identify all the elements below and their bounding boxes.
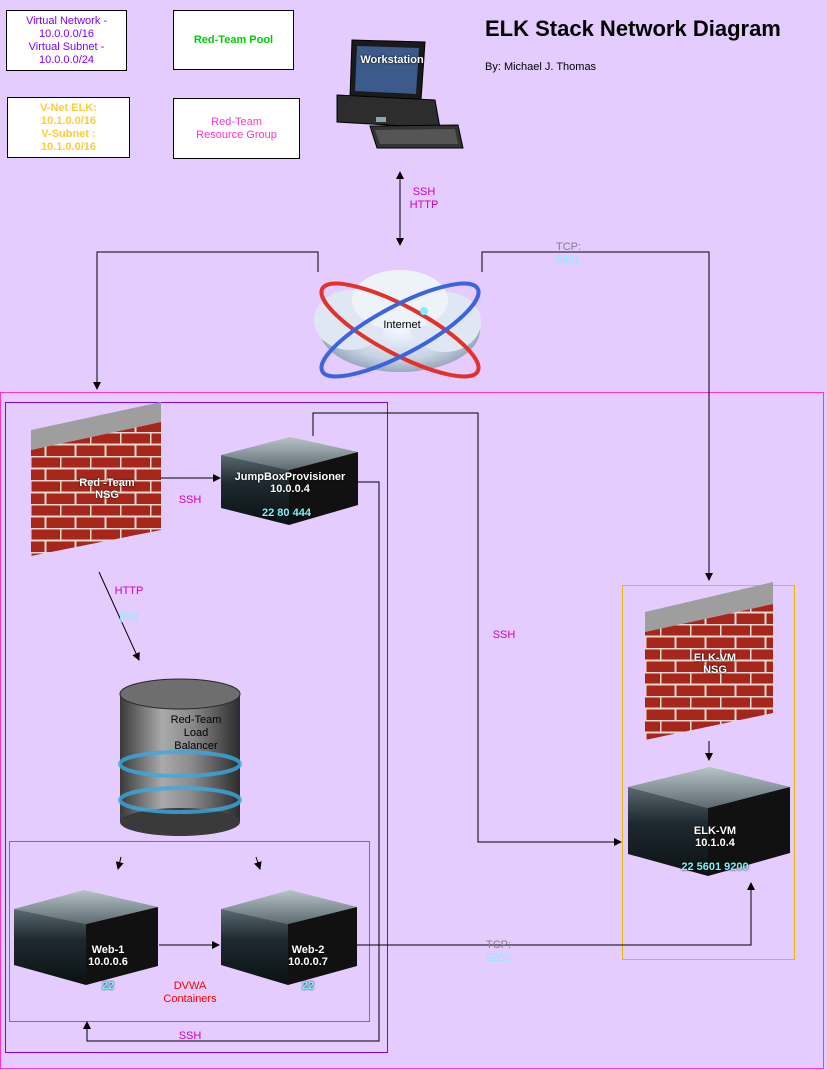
link-label-http: HTTP (80): [108, 572, 150, 637]
link-label-ssh-jump-elk: SSH: [492, 629, 516, 641]
web2-label: Web-2 10.0.0.7 22: [270, 932, 346, 1004]
virtual-network-frame: [5, 402, 388, 1053]
web1-label: Web-1 10.0.0.6 22: [70, 932, 146, 1004]
lb-to-web2-link: [253, 856, 262, 870]
load-balancer-label: Red-Team Load Balancer: [170, 714, 222, 752]
link-label-ssh-bottom: SSH: [178, 1030, 202, 1042]
http-port: (80): [119, 611, 139, 623]
jumpbox-to-web-ssh-link: [83, 481, 380, 1042]
web1-name: Web-1 10.0.0.6: [88, 944, 128, 968]
jumpbox-label: JumpBoxProvisioner 10.0.0.4 22 80 444: [225, 459, 355, 531]
internet-to-nsg-link: [93, 251, 319, 390]
tcp-prefix-es: TCP:: [486, 939, 512, 951]
elk-vm-name: ELK-VM 10.1.0.4: [693, 825, 737, 849]
tcp-prefix: TCP:: [556, 241, 582, 253]
web2-ports: 22: [301, 980, 315, 992]
link-label-ssh-nsg-jump: SSH: [178, 494, 202, 506]
internet-label: Internet: [383, 319, 421, 331]
resource-group-frame: [0, 392, 824, 1069]
web1-server-icon: [14, 890, 158, 985]
web2-to-elk-link: [357, 882, 755, 946]
workstation-label: Workstation: [360, 54, 424, 66]
web1-ports: 22: [101, 980, 115, 992]
link-label-tcp-kibana: TCP: 5601: [556, 228, 636, 267]
web2-name: Web-2 10.0.0.7: [288, 944, 328, 968]
jumpbox-server-icon: [221, 437, 358, 525]
red-team-nsg-label: Red -Team NSG: [79, 477, 135, 501]
elk-vm-server-icon: [628, 767, 790, 876]
link-label-tcp-es: TCP: 9200: [486, 926, 566, 965]
link-label-ssh-http: SSH HTTP: [409, 186, 439, 211]
internet-to-elk-nsg-link: [481, 251, 713, 581]
elk-nsg-firewall-icon: [645, 582, 773, 740]
jumpbox-to-elk-link: [312, 412, 622, 846]
red-team-nsg-firewall-icon: [31, 402, 161, 556]
dvwa-containers-label: DVWA Containers: [163, 980, 217, 1005]
http-label: HTTP: [114, 585, 144, 597]
pool-frame: [9, 841, 370, 1022]
tcp-port: 5601: [556, 254, 581, 266]
jumpbox-ports: 22 80 444: [262, 507, 311, 519]
workstation-icon: [336, 39, 464, 149]
legend-virtual-network: Virtual Network - 10.0.0.0/16 Virtual Su…: [6, 10, 127, 71]
jumpbox-name: JumpBoxProvisioner 10.0.0.4: [234, 471, 346, 495]
legend-resource-group: Red-Team Resource Group: [173, 98, 300, 159]
legend-vnet-elk: V-Net ELK: 10.1.0.0/16 V-Subnet : 10.1.0…: [7, 97, 130, 158]
elk-vm-label: ELK-VM 10.1.0.4 22 5601 9200: [655, 813, 775, 885]
legend-red-team-pool: Red-Team Pool: [173, 10, 294, 70]
load-balancer-icon: [118, 678, 242, 836]
internet-cloud-icon: [314, 270, 481, 379]
diagram-title: ELK Stack Network Diagram: [485, 16, 781, 41]
tcp-port-es: 9200: [486, 952, 511, 964]
vnet-elk-frame: [622, 585, 795, 960]
web2-server-icon: [221, 890, 357, 985]
lb-to-web1-link: [115, 856, 124, 870]
elk-vm-ports: 22 5601 9200: [681, 861, 749, 873]
elk-nsg-label: ELK-VM NSG: [693, 652, 737, 676]
nsg-to-lb-link: [98, 571, 140, 661]
diagram-author: By: Michael J. Thomas: [485, 61, 597, 73]
